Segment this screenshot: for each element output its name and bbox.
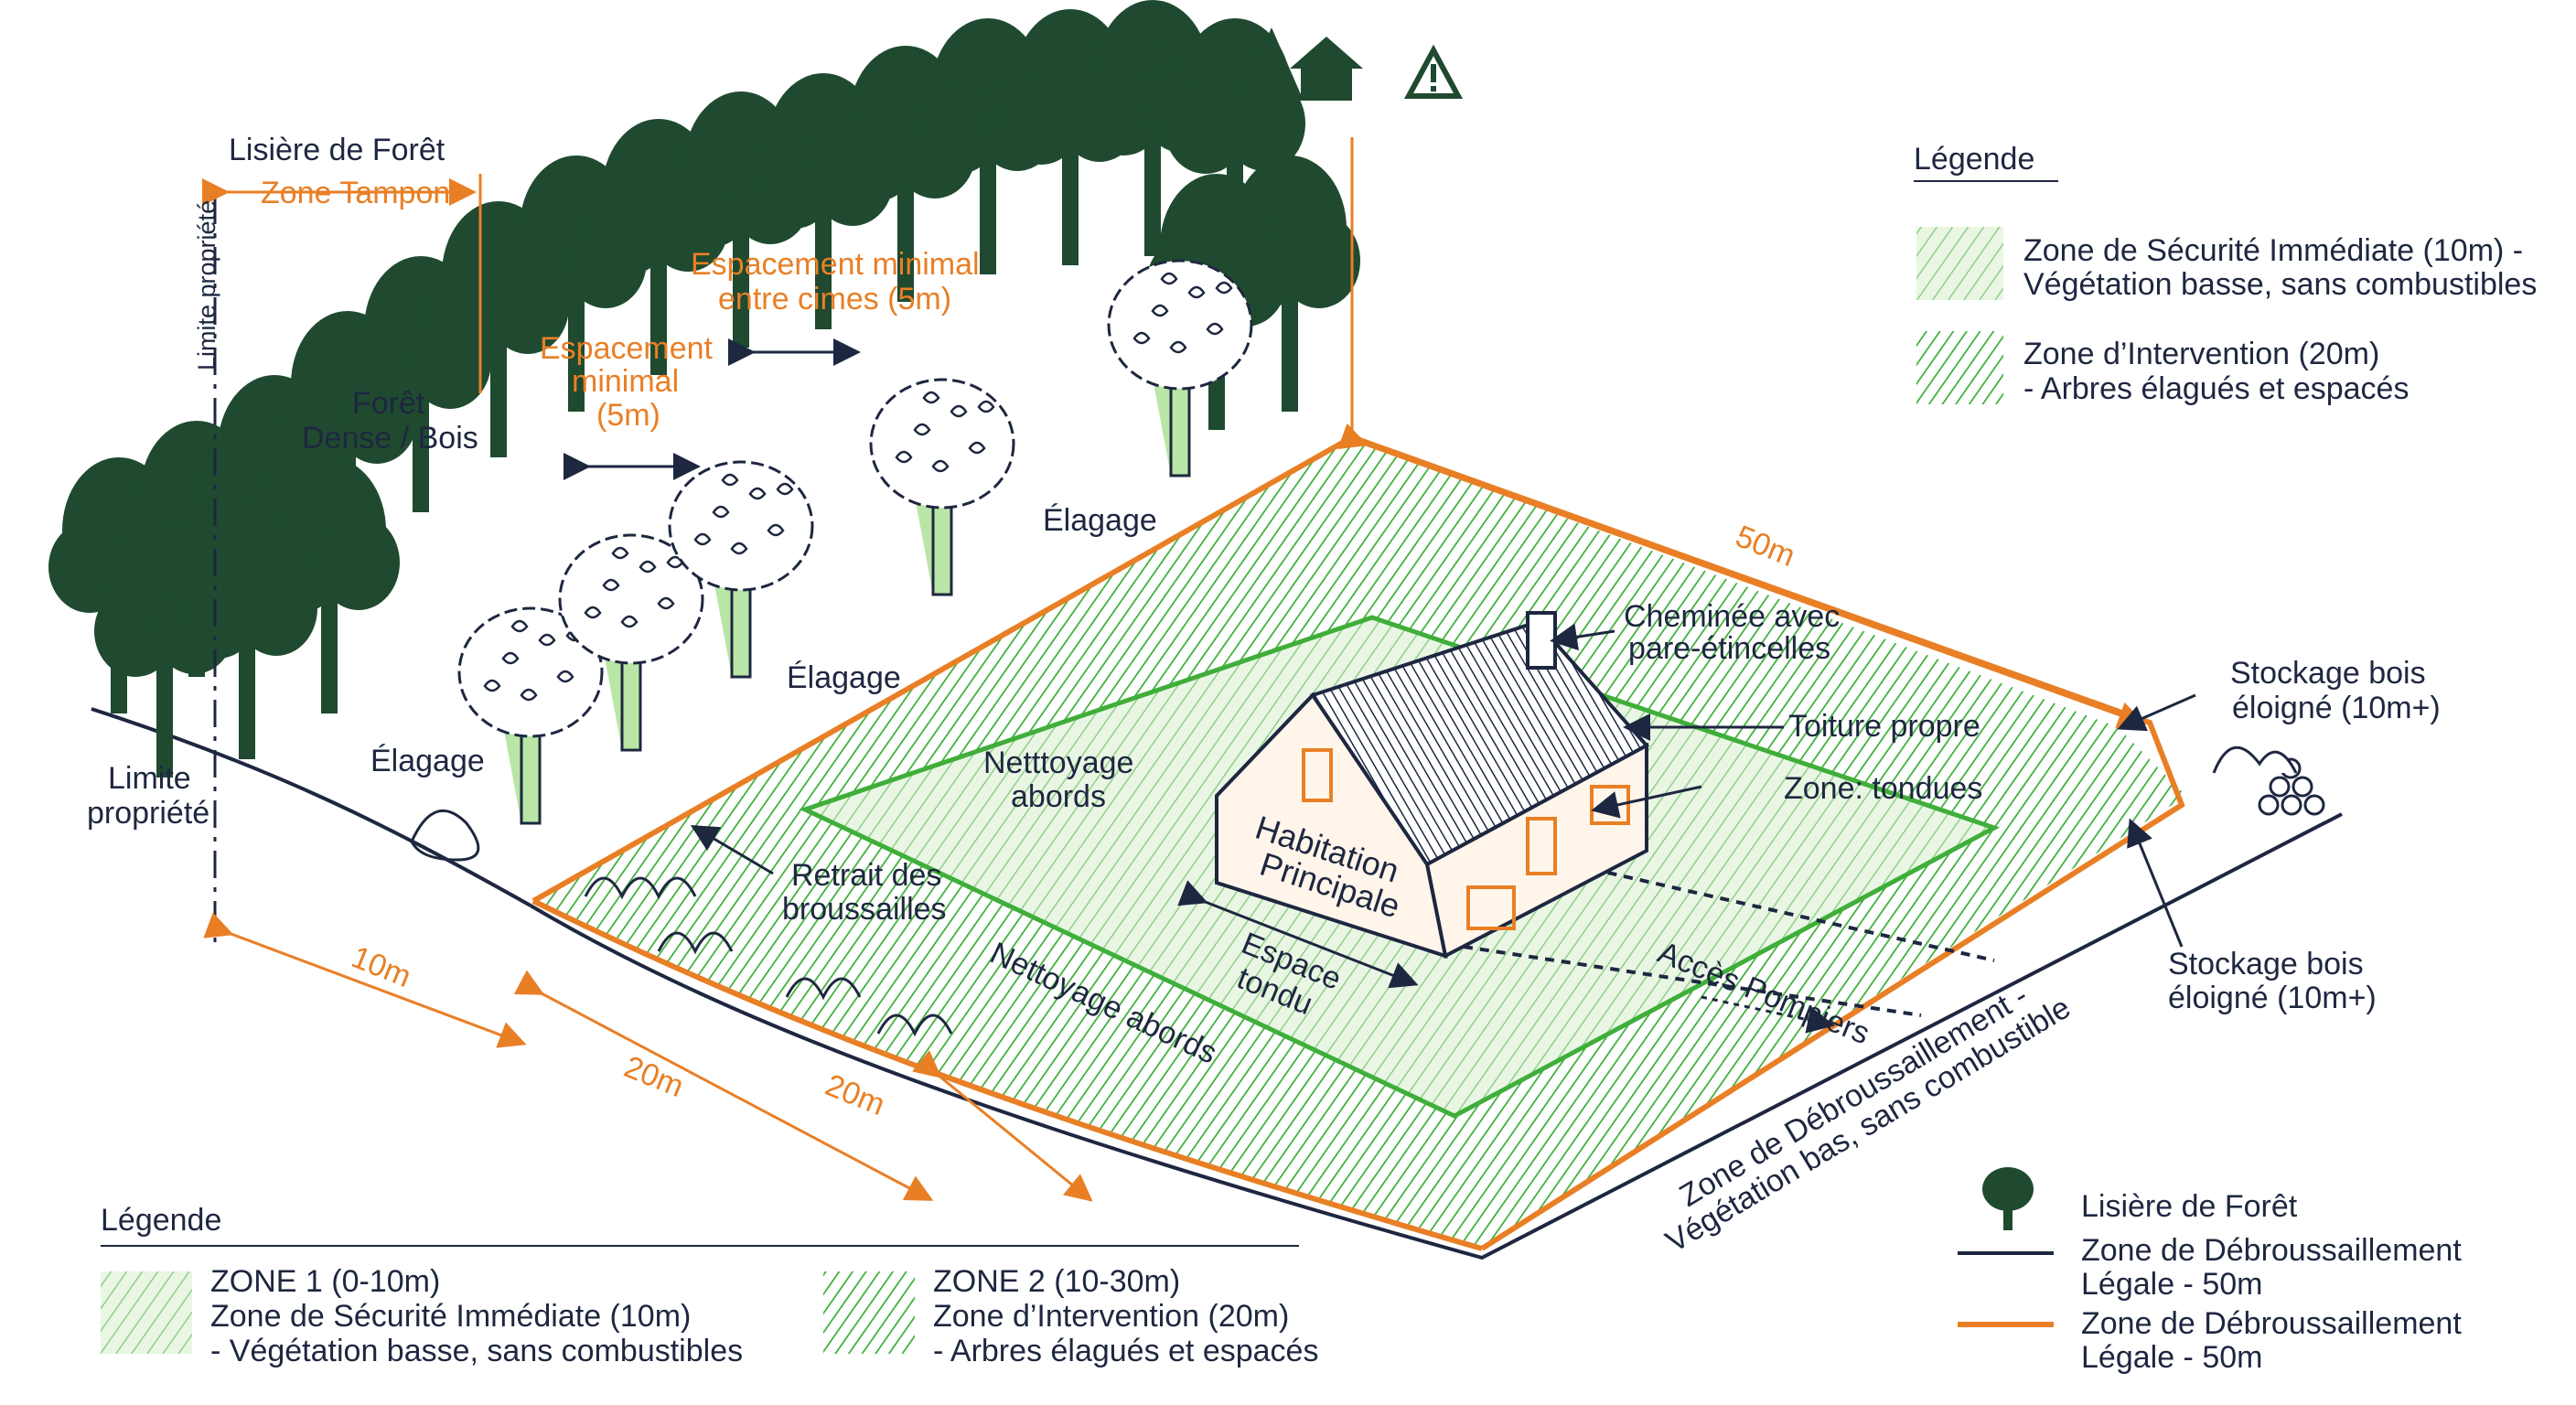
label-limite-1: Limite — [108, 761, 191, 796]
legend-top-zone1-swatch — [1916, 227, 2003, 300]
legend-right-lisiere: Lisière de Forêt — [2081, 1189, 2298, 1224]
label-espacement-minimal-2: minimal — [572, 364, 679, 399]
label-espacement-minimal-3: (5m) — [596, 398, 660, 433]
label-elagage-2: Élagage — [787, 660, 901, 695]
legend-bottom-right: Lisière de Forêt Zone de Débroussailleme… — [1958, 1167, 2462, 1375]
label-zone-tampon: Zone Tampon — [261, 176, 450, 210]
legend-right-orange-line1: Zone de Débroussaillement — [2081, 1306, 2462, 1341]
label-dim-10m: 10m — [347, 939, 416, 994]
legend-top-zone2-line1: Zone d’Intervention (20m) — [2023, 337, 2379, 371]
label-elagage-3: Élagage — [370, 744, 485, 778]
label-nettoyage-2: abords — [1011, 779, 1106, 814]
wood-storage — [2214, 747, 2324, 814]
label-dim-20m-a: 20m — [619, 1049, 689, 1104]
legend-bottom-zone1-line1: ZONE 1 (0-10m) — [210, 1264, 440, 1299]
label-espacement-cimes-1: Espacement minimal — [691, 247, 980, 282]
label-cheminee-1: Cheminée avec — [1624, 599, 1840, 634]
legend-bottom-zone2-line2: Zone d’Intervention (20m) — [933, 1299, 1289, 1334]
legend-top-zone1-line1: Zone de Sécurité Immédiate (10m) - — [2023, 233, 2523, 268]
label-elagage-1: Élagage — [1043, 503, 1157, 538]
label-cheminee-2: pare-étincelles — [1628, 631, 1830, 666]
label-zone-tondues: Zone: tondues — [1784, 771, 1982, 806]
legend-right-navy-line1: Zone de Débroussaillement — [2081, 1233, 2462, 1268]
label-stockage-top-2: éloigné (10m+) — [2232, 691, 2441, 725]
label-foret-2: Dense / Bois — [302, 421, 478, 456]
legend-bottom-zone2-swatch — [823, 1271, 915, 1354]
label-limite-2: propriété — [87, 796, 209, 831]
house-icon — [1290, 37, 1363, 101]
label-stockage-top-1: Stockage bois — [2230, 656, 2426, 691]
legend-bottom-zone1-line3: - Végétation basse, sans combustibles — [210, 1334, 743, 1368]
legend-bottom-zone2-line1: ZONE 2 (10-30m) — [933, 1264, 1180, 1299]
legend-right-orange-line2: Légale - 50m — [2081, 1340, 2262, 1375]
legend-top-zone1-line2: Végétation basse, sans combustibles — [2023, 267, 2537, 302]
label-lisiere: Lisière de Forêt — [229, 133, 445, 167]
legend-right-navy-line2: Légale - 50m — [2081, 1267, 2262, 1302]
label-foret-1: Forêt — [352, 386, 425, 421]
label-stockage-bottom-1: Stockage bois — [2168, 947, 2364, 981]
label-limite-vertical: Limite propriété — [193, 200, 220, 370]
legend-tree-icon — [1982, 1167, 2034, 1230]
legend-top-right: Légende Zone de Sécurité Immédiate (10m)… — [1914, 142, 2537, 406]
warning-icon — [1409, 50, 1458, 96]
label-espacement-minimal-1: Espacement — [540, 331, 714, 366]
label-nettoyage-1: Netttoyage — [983, 745, 1133, 780]
label-toiture: Toiture propre — [1788, 709, 1980, 744]
label-stockage-bottom-2: éloigné (10m+) — [2168, 981, 2377, 1015]
label-dim-20m-b: 20m — [821, 1067, 890, 1122]
legend-top-zone2-swatch — [1916, 331, 2003, 404]
legend-top-zone2-line2: - Arbres élagués et espacés — [2023, 371, 2409, 406]
label-retrait-1: Retrait des — [791, 858, 941, 893]
legend-bottom-zone1-line2: Zone de Sécurité Immédiate (10m) — [210, 1299, 691, 1334]
label-retrait-2: broussailles — [782, 892, 947, 927]
legend-bottom-zone1-swatch — [101, 1271, 192, 1354]
legend-bottom-zone2-line3: - Arbres élagués et espacés — [933, 1334, 1318, 1368]
legend-bottom-left: Légende ZONE 1 (0-10m) Zone de Sécurité … — [101, 1203, 1318, 1368]
label-espacement-cimes-2: entre cimes (5m) — [718, 282, 951, 316]
legend-bottom-title: Légende — [101, 1203, 221, 1238]
legend-top-title: Légende — [1914, 142, 2034, 177]
label-dim-50m: 50m — [1731, 519, 1800, 574]
